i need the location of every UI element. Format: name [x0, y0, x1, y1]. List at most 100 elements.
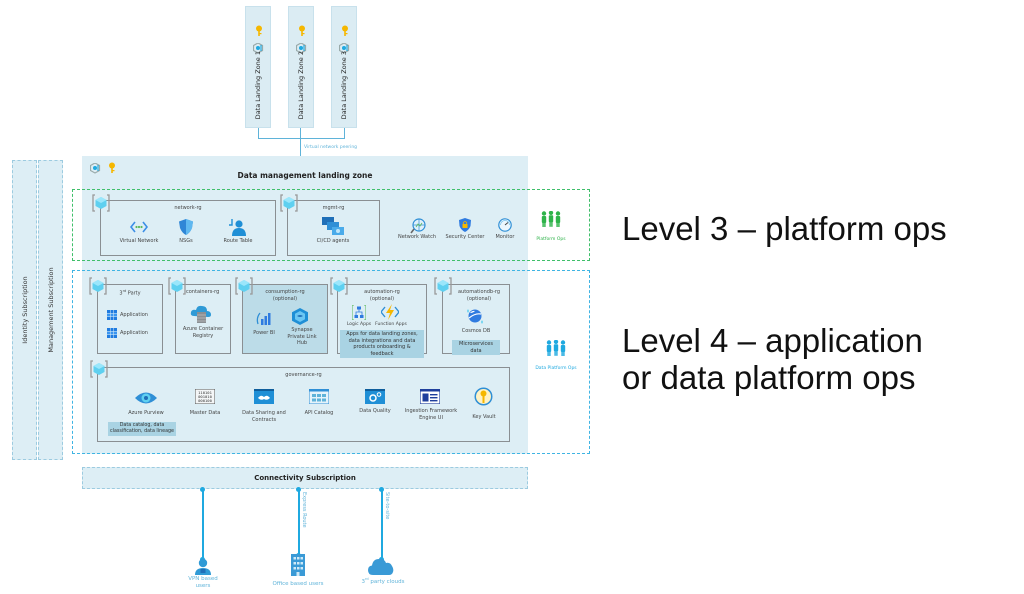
management-subscription[interactable]: Management Subscription [38, 160, 63, 460]
level3-boundary [72, 189, 590, 261]
peering-line [344, 128, 345, 139]
site-to-site-line [380, 489, 383, 559]
power-bi-label: Power BI [253, 330, 275, 336]
automation-note: Apps for data landing zones, data integr… [340, 330, 424, 358]
peering-line [258, 138, 345, 139]
svg-text:000100: 000100 [198, 398, 212, 403]
nsgs-label: NSGs [179, 238, 193, 244]
azure-purview-icon [135, 392, 157, 404]
cloud-icon [368, 558, 394, 575]
landing-zone-label: Data Landing Zone 1 [254, 50, 262, 119]
data-sharing-icon [254, 389, 274, 404]
third-party-clouds-label: 3rd party clouds [361, 577, 405, 585]
function-apps-label: Function Apps [375, 322, 407, 327]
vpn-users-label: VPN based users [188, 576, 218, 589]
power-bi-icon [256, 312, 271, 325]
data-quality-label: Data Quality [359, 408, 391, 414]
application-label: Application [120, 312, 148, 318]
platform-ops-label: Platform Ops [536, 237, 566, 242]
mgmt-rg[interactable]: mgmt-rg [287, 200, 380, 256]
data-platform-ops-label: Data Platform Ops [535, 366, 577, 371]
platform-ops-people-icon [541, 211, 561, 227]
resource-group-icon [235, 277, 253, 295]
route-table-label: Route Table [223, 238, 253, 244]
cosmos-db-icon [467, 309, 483, 324]
rg-label: governance-rg [285, 372, 322, 378]
purview-note: Data catalog, data classification, data … [108, 422, 176, 437]
level4-title-line1: Level 4 – application [622, 322, 923, 359]
cosmos-db-label: Cosmos DB [461, 328, 491, 334]
office-building-icon [291, 554, 305, 576]
landing-zone-label: Data Landing Zone 3 [340, 50, 348, 119]
virtual-network-icon [130, 221, 148, 233]
key-icon [342, 25, 348, 36]
vpn-connection-line [201, 489, 204, 559]
container-registry-label: Azure Container Registry [182, 326, 224, 339]
data-platform-ops-people-icon [546, 340, 566, 356]
cicd-agents-icon [322, 217, 344, 235]
peering-line [258, 128, 259, 139]
landing-zone-label: Data Landing Zone 2 [297, 50, 305, 119]
security-center-icon [459, 218, 471, 232]
peering-label: Virtual network peering [304, 145, 358, 150]
express-route-line [297, 489, 300, 554]
application-icon [107, 310, 117, 320]
vpn-user-icon [195, 558, 211, 575]
network-watch-label: Network Watch [397, 234, 437, 240]
monitor-label: Monitor [495, 234, 515, 240]
resource-group-icon [330, 277, 348, 295]
resource-group-icon [89, 277, 107, 295]
master-data-label: Master Data [189, 410, 221, 416]
synapse-icon [292, 308, 308, 325]
level3-title: Level 3 – platform ops [622, 210, 947, 247]
virtual-network-label: Virtual Network [119, 238, 159, 244]
cicd-agents-label: CI/CD agents [316, 238, 350, 244]
resource-group-icon [280, 194, 298, 212]
key-vault-label: Key Vault [472, 414, 496, 420]
identity-subscription-label: Identity Subscription [20, 276, 29, 344]
connectivity-subscription[interactable]: Connectivity Subscription [82, 467, 528, 489]
rg-label: automation-rg(optional) [364, 289, 400, 302]
consumption-rg[interactable]: consumption-rg(optional) [242, 284, 328, 354]
data-landing-zone-1[interactable]: Data Landing Zone 1 [245, 6, 271, 128]
third-party-rg[interactable]: 3rd Party [97, 284, 163, 354]
rg-label: network-rg [174, 205, 202, 211]
level4-boundary [72, 270, 590, 454]
master-data-icon: 110101 001010 000100 [195, 389, 215, 404]
monitor-icon [498, 218, 512, 232]
network-watcher-icon [410, 218, 426, 234]
resource-group-icon [92, 194, 110, 212]
key-vault-icon [474, 387, 493, 406]
data-landing-zone-3[interactable]: Data Landing Zone 3 [331, 6, 357, 128]
rg-label: 3rd Party [119, 289, 141, 297]
peering-line [300, 128, 301, 156]
route-table-icon [229, 219, 246, 236]
svg-text:001010: 001010 [198, 394, 212, 399]
logic-apps-icon [352, 305, 366, 320]
container-registry-icon [190, 305, 211, 323]
connectivity-subscription-label: Connectivity Subscription [254, 474, 356, 482]
key-icon [299, 25, 305, 36]
application-label: Application [120, 330, 148, 336]
ingestion-framework-label: Ingestion Framework Engine UI [404, 408, 458, 421]
containers-rg[interactable]: containers-rg [175, 284, 231, 354]
site-to-site-label: Site-to-site [384, 492, 390, 520]
security-center-label: Security Center [445, 234, 485, 240]
office-users-label: Office based users [272, 581, 324, 587]
identity-subscription[interactable]: Identity Subscription [12, 160, 37, 460]
governance-rg[interactable]: governance-rg [97, 367, 510, 442]
dmlz-title: Data management landing zone [237, 171, 373, 180]
key-icon [256, 25, 262, 36]
rg-label: mgmt-rg [322, 205, 345, 211]
azure-purview-label: Azure Purview [128, 410, 164, 416]
rg-label: consumption-rg(optional) [265, 289, 305, 302]
api-catalog-icon [309, 389, 329, 404]
nsg-shield-icon [179, 219, 193, 235]
api-catalog-label: API Catalog [304, 410, 334, 416]
rg-label: containers-rg [186, 289, 220, 295]
data-landing-zone-2[interactable]: Data Landing Zone 2 [288, 6, 314, 128]
network-rg[interactable]: network-rg [100, 200, 276, 256]
synapse-label: Synapse Private Link Hub [287, 327, 317, 346]
level4-title-line2: or data platform ops [622, 359, 916, 396]
management-subscription-label: Management Subscription [46, 267, 55, 353]
